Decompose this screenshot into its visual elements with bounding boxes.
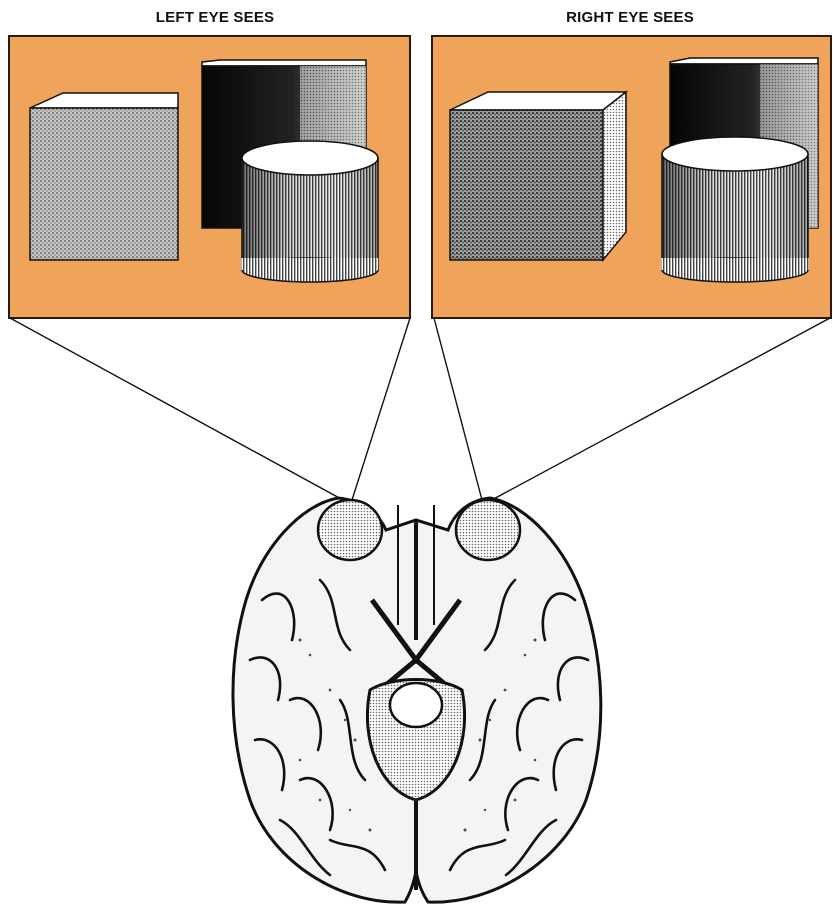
left-cube [30,93,178,260]
right-cylinder [661,137,809,282]
left-cylinder [241,141,379,282]
brain-illustration [233,498,601,902]
left-eye-panel [9,36,410,318]
projection-lines [10,318,830,502]
right-cube [450,92,626,260]
right-eye-panel [432,36,831,318]
